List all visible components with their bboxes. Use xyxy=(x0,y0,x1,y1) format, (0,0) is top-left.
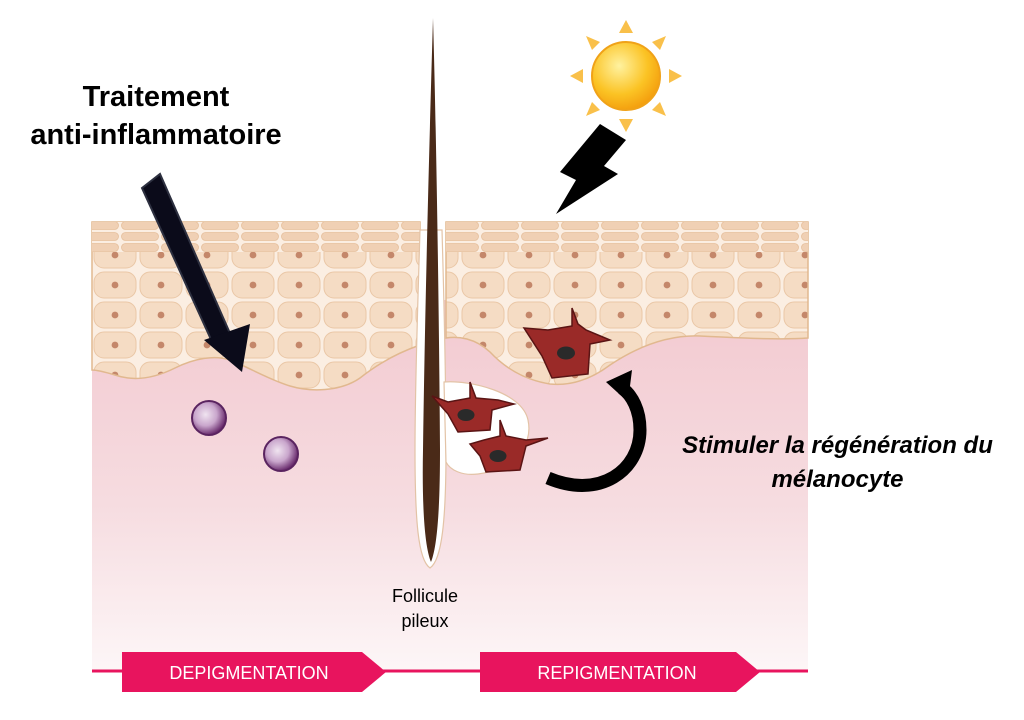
immune-cell-1 xyxy=(191,400,227,436)
melanocyte-follicle-1 xyxy=(431,381,517,433)
treatment-title-line1: Traitement xyxy=(82,81,230,113)
melanocyte-follicle-2 xyxy=(468,419,549,473)
banner-repigmentation xyxy=(480,652,760,692)
sun-icon xyxy=(570,20,682,132)
lightning-bolt-icon xyxy=(556,124,626,214)
stratum-corneum-right xyxy=(446,222,808,252)
banner-depigmentation xyxy=(122,652,386,692)
stimulate-text-line1: Stimuler la régénération du xyxy=(682,432,993,459)
stratum-corneum-left xyxy=(92,222,420,252)
dermis xyxy=(92,300,808,670)
melanocyte-epidermis xyxy=(522,307,613,379)
immune-cell-2 xyxy=(263,436,299,472)
stimulate-text-line2: mélanocyte xyxy=(771,466,904,493)
hair-shaft xyxy=(422,18,440,562)
depigmentation-label: DEPIGMENTATION xyxy=(169,663,329,683)
treatment-title-line2: anti-inflammatoire xyxy=(30,119,282,151)
treatment-arrow-icon xyxy=(140,172,250,372)
repigmentation-label: REPIGMENTATION xyxy=(537,663,697,683)
follicle-label-line1: Follicule xyxy=(391,586,459,606)
regeneration-arrow-icon xyxy=(545,370,647,492)
follicle-label-line2: pileux xyxy=(401,611,449,631)
